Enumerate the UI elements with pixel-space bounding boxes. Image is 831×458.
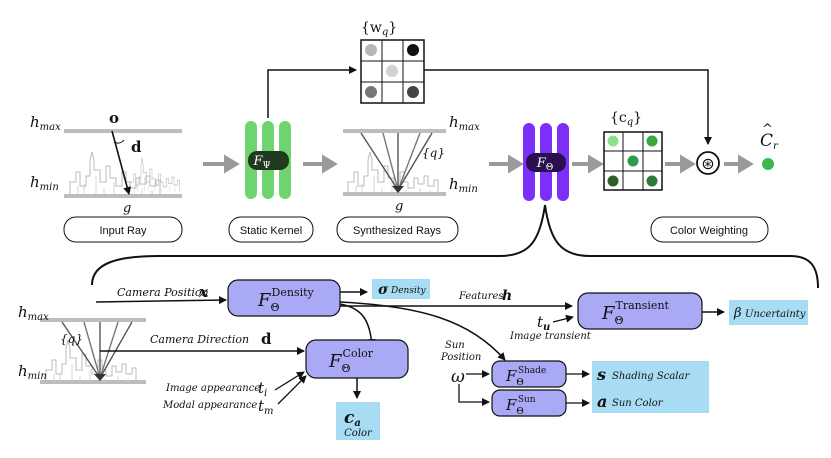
density-output <box>372 279 430 299</box>
x-label: x <box>198 283 209 301</box>
d-label: d <box>261 330 272 348</box>
f-theta-mlp: FΘ <box>523 123 569 201</box>
w-set-label: {wq} <box>361 20 397 38</box>
sun-color-label: Sun Color <box>612 398 664 409</box>
c-hat-accent: ^ <box>762 122 773 137</box>
g-label: g <box>123 201 131 216</box>
c-set-label: {cq} <box>610 110 642 128</box>
input-ray-panel: hmax hmin o d g <box>30 109 182 216</box>
shading-scalar-label: Shading Scalar <box>612 371 690 382</box>
weights-grid: {wq} <box>360 20 425 104</box>
city-skyline-icon <box>129 157 180 193</box>
t-m-arrow <box>277 375 307 405</box>
features-label: Features <box>458 291 504 302</box>
omega-label: ω <box>451 367 465 387</box>
sun-position-label-2: Position <box>440 352 481 363</box>
flow-arrow <box>572 154 604 174</box>
angle-arc <box>113 139 125 144</box>
uncertainty-label: Uncertainty <box>745 309 806 320</box>
sigma-label: σ <box>378 282 389 298</box>
h-max-label: hmax <box>30 113 61 133</box>
modal-appearance-label: Modal appearance <box>162 400 257 411</box>
camera-direction-label: Camera Direction <box>150 333 249 346</box>
sun-position-label-1: Sun <box>445 340 465 351</box>
t-i-label: ti <box>258 379 267 399</box>
final-color-dot <box>762 158 774 170</box>
omega-to-sun-arrow <box>458 384 490 406</box>
h-max-label: hmax <box>18 303 49 323</box>
density-node <box>227 279 341 317</box>
beta-label: β <box>733 306 742 321</box>
t-m-label: tm <box>258 397 274 417</box>
q-set-label: {q} <box>60 332 83 346</box>
density-node-label: FΘDensity <box>257 286 315 314</box>
color-weighting-label: Color Weighting <box>670 225 748 237</box>
colors-grid: {cq} <box>603 110 663 191</box>
color-out-label: Color <box>344 428 373 439</box>
origin-label: o <box>109 109 119 127</box>
flow-arrow <box>665 154 696 174</box>
t-u-arrow <box>552 314 574 323</box>
sun-node-label: FΘSun <box>505 395 536 417</box>
image-transient-label: Image transient <box>509 331 592 342</box>
t-i-arrow <box>274 371 305 391</box>
synthesized-rays-label: Synthesized Rays <box>353 225 442 237</box>
h-min-label: hmin <box>30 173 59 193</box>
flow-arrow <box>203 154 240 174</box>
transient-node-label: FΘTransient <box>601 299 670 327</box>
c-hat-label: Cr <box>760 131 779 152</box>
h-label: h <box>502 288 512 304</box>
f-theta-label: FΘ <box>536 156 553 173</box>
bottom-rays-panel: hmax hmin {q} <box>18 303 146 384</box>
shade-sun-output <box>592 361 709 413</box>
g-label: g <box>395 199 403 214</box>
input-ray-arrow <box>111 130 132 195</box>
color-node-label: FΘColor <box>328 347 374 375</box>
h-min-label: hmin <box>18 362 47 382</box>
synthesized-rays-panel: hmax hmin {q} g <box>343 113 480 214</box>
q-set-label: {q} <box>422 146 445 160</box>
f-psi-label: FΨ <box>253 154 271 171</box>
color-output <box>336 402 380 440</box>
camera-position-label: Camera Position <box>117 286 209 299</box>
static-kernel-mlp: FΨ <box>245 121 291 199</box>
uncertainty-output <box>729 300 808 325</box>
s-label: s <box>596 365 606 384</box>
direction-label: d <box>131 138 142 156</box>
weights-to-convolve-arrow <box>424 69 712 145</box>
flow-arrow <box>724 154 754 174</box>
psi-to-weights-arrow <box>267 66 357 118</box>
transient-node <box>577 292 703 330</box>
convolve-icon: ⊛ <box>701 154 714 173</box>
h-min-label: hmin <box>449 175 478 195</box>
h-max-label: hmax <box>449 113 480 133</box>
static-kernel-label: Static Kernel <box>240 225 302 237</box>
expansion-bracket <box>91 204 819 289</box>
density-out-label: Density <box>390 286 426 296</box>
flow-arrow <box>489 154 524 174</box>
flow-arrow <box>303 154 338 174</box>
input-ray-label: Input Ray <box>99 225 147 237</box>
image-appearance-label: Image appearance <box>165 383 260 394</box>
c-a-label: ca <box>344 408 361 429</box>
shade-node-label: FΘShade <box>505 366 546 388</box>
convolve-operator <box>696 151 720 175</box>
t-u-label: tu <box>537 313 550 333</box>
a-label: a <box>597 392 607 411</box>
density-to-shade-arrow <box>339 301 506 361</box>
position-arrow <box>95 296 227 305</box>
